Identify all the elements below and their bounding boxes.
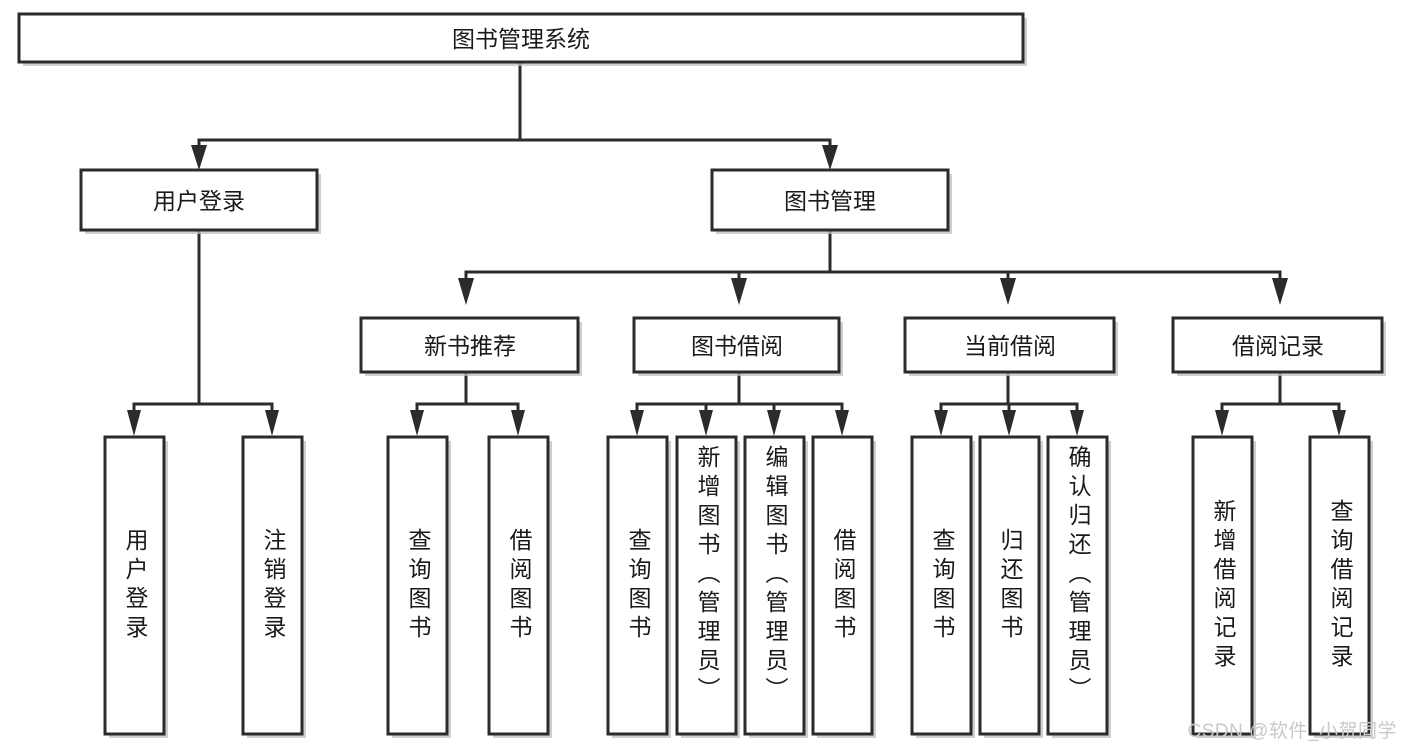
leaf-new-book-0-box[interactable] [386,435,449,736]
node-current-borrow-label: 当前借阅 [964,333,1056,359]
node-new-book-recommend-box[interactable] [359,316,580,374]
leaf-node-user-login-1[interactable] [241,435,306,738]
leaf-borrow-record-0-box[interactable] [1191,435,1254,736]
arrow-head-current-borrow-leaf-2 [1070,410,1084,436]
arrow-head-new-book-recommend [458,278,474,305]
arrow-head-book-borrow-leaf-3 [835,410,849,436]
leaf-user-login-0-box[interactable] [103,435,166,736]
leaf-book-borrow-0-box[interactable] [606,435,669,736]
arrow-head-book-manage [822,145,838,170]
node-user-login[interactable]: 用户登录 [79,168,321,234]
arrow-head-current-borrow-leaf-1 [1002,410,1016,436]
node-book-borrow[interactable]: 图书借阅 [632,316,843,376]
node-book-manage-box[interactable] [710,168,950,232]
connector-group-user-login [127,231,279,436]
node-borrow-record-box[interactable] [1171,316,1384,374]
leaf-user-login-1-box[interactable] [241,435,304,736]
connector-group-borrow-record [1215,373,1346,436]
node-borrow-record-label: 借阅记录 [1232,333,1324,359]
arrow-head-borrow-record-leaf-0 [1215,410,1229,436]
arrow-head-new-book-leaf-0 [410,410,424,436]
node-book-borrow-box[interactable] [632,316,841,374]
leaf-book-borrow-1-box[interactable] [675,435,738,736]
leaf-current-borrow-2-box[interactable] [1046,435,1109,736]
connector-group-book-borrow [630,373,849,436]
leaf-node-borrow-record-1[interactable] [1308,435,1373,738]
leaf-node-book-borrow-1[interactable] [675,435,740,738]
connector-group-book-manage [458,231,1288,305]
leaf-node-book-borrow-2[interactable] [743,435,808,738]
connector-group-root [191,61,838,170]
node-root-box[interactable] [17,12,1025,64]
leaf-node-book-borrow-3[interactable] [811,435,876,738]
arrow-head-borrow-record [1272,278,1288,305]
watermark-text: CSDN @软件_小贺同学 [1187,721,1397,742]
node-book-manage-label: 图书管理 [784,188,876,214]
node-current-borrow[interactable]: 当前借阅 [903,316,1118,376]
node-borrow-record[interactable]: 借阅记录 [1171,316,1386,376]
node-current-borrow-box[interactable] [903,316,1116,374]
arrow-head-book-borrow-leaf-2 [767,410,781,436]
arrow-head-book-borrow [731,278,747,305]
leaf-book-borrow-2-box[interactable] [743,435,806,736]
node-new-book-recommend[interactable]: 新书推荐 [359,316,582,376]
leaf-node-current-borrow-2[interactable] [1046,435,1111,738]
arrow-head-current-borrow-leaf-0 [934,410,948,436]
arrow-head-user-login-leaf-1 [265,410,279,436]
leaf-node-borrow-record-0[interactable] [1191,435,1256,738]
leaf-node-new-book-0[interactable] [386,435,451,738]
leaf-node-book-borrow-0[interactable] [606,435,671,738]
arrow-head-current-borrow [1000,278,1016,305]
node-root[interactable]: 图书管理系统 [17,12,1027,66]
connector-group-current-borrow [934,373,1084,436]
node-user-login-box[interactable] [79,168,319,232]
leaf-current-borrow-0-box[interactable] [910,435,973,736]
leaf-node-current-borrow-1[interactable] [978,435,1043,738]
leaf-borrow-record-1-box[interactable] [1308,435,1371,736]
arrow-head-new-book-leaf-1 [511,410,525,436]
node-book-borrow-label: 图书借阅 [691,333,783,359]
leaf-node-new-book-1[interactable] [487,435,552,738]
leaf-node-current-borrow-0[interactable] [910,435,975,738]
node-book-manage[interactable]: 图书管理 [710,168,952,234]
leaf-node-user-login-0[interactable] [103,435,168,738]
arrow-head-borrow-record-leaf-1 [1332,410,1346,436]
arrow-head-book-borrow-leaf-1 [699,410,713,436]
arrow-head-user-login [191,145,207,170]
arrow-head-user-login-leaf-0 [127,410,141,436]
node-root-label: 图书管理系统 [452,26,590,52]
leaf-current-borrow-1-box[interactable] [978,435,1041,736]
leaf-book-borrow-3-box[interactable] [811,435,874,736]
arrow-head-book-borrow-leaf-0 [630,410,644,436]
node-new-book-recommend-label: 新书推荐 [424,333,516,359]
node-user-login-label: 用户登录 [153,188,245,214]
connector-group-new-book-recommend [410,373,525,436]
leaf-new-book-1-box[interactable] [487,435,550,736]
